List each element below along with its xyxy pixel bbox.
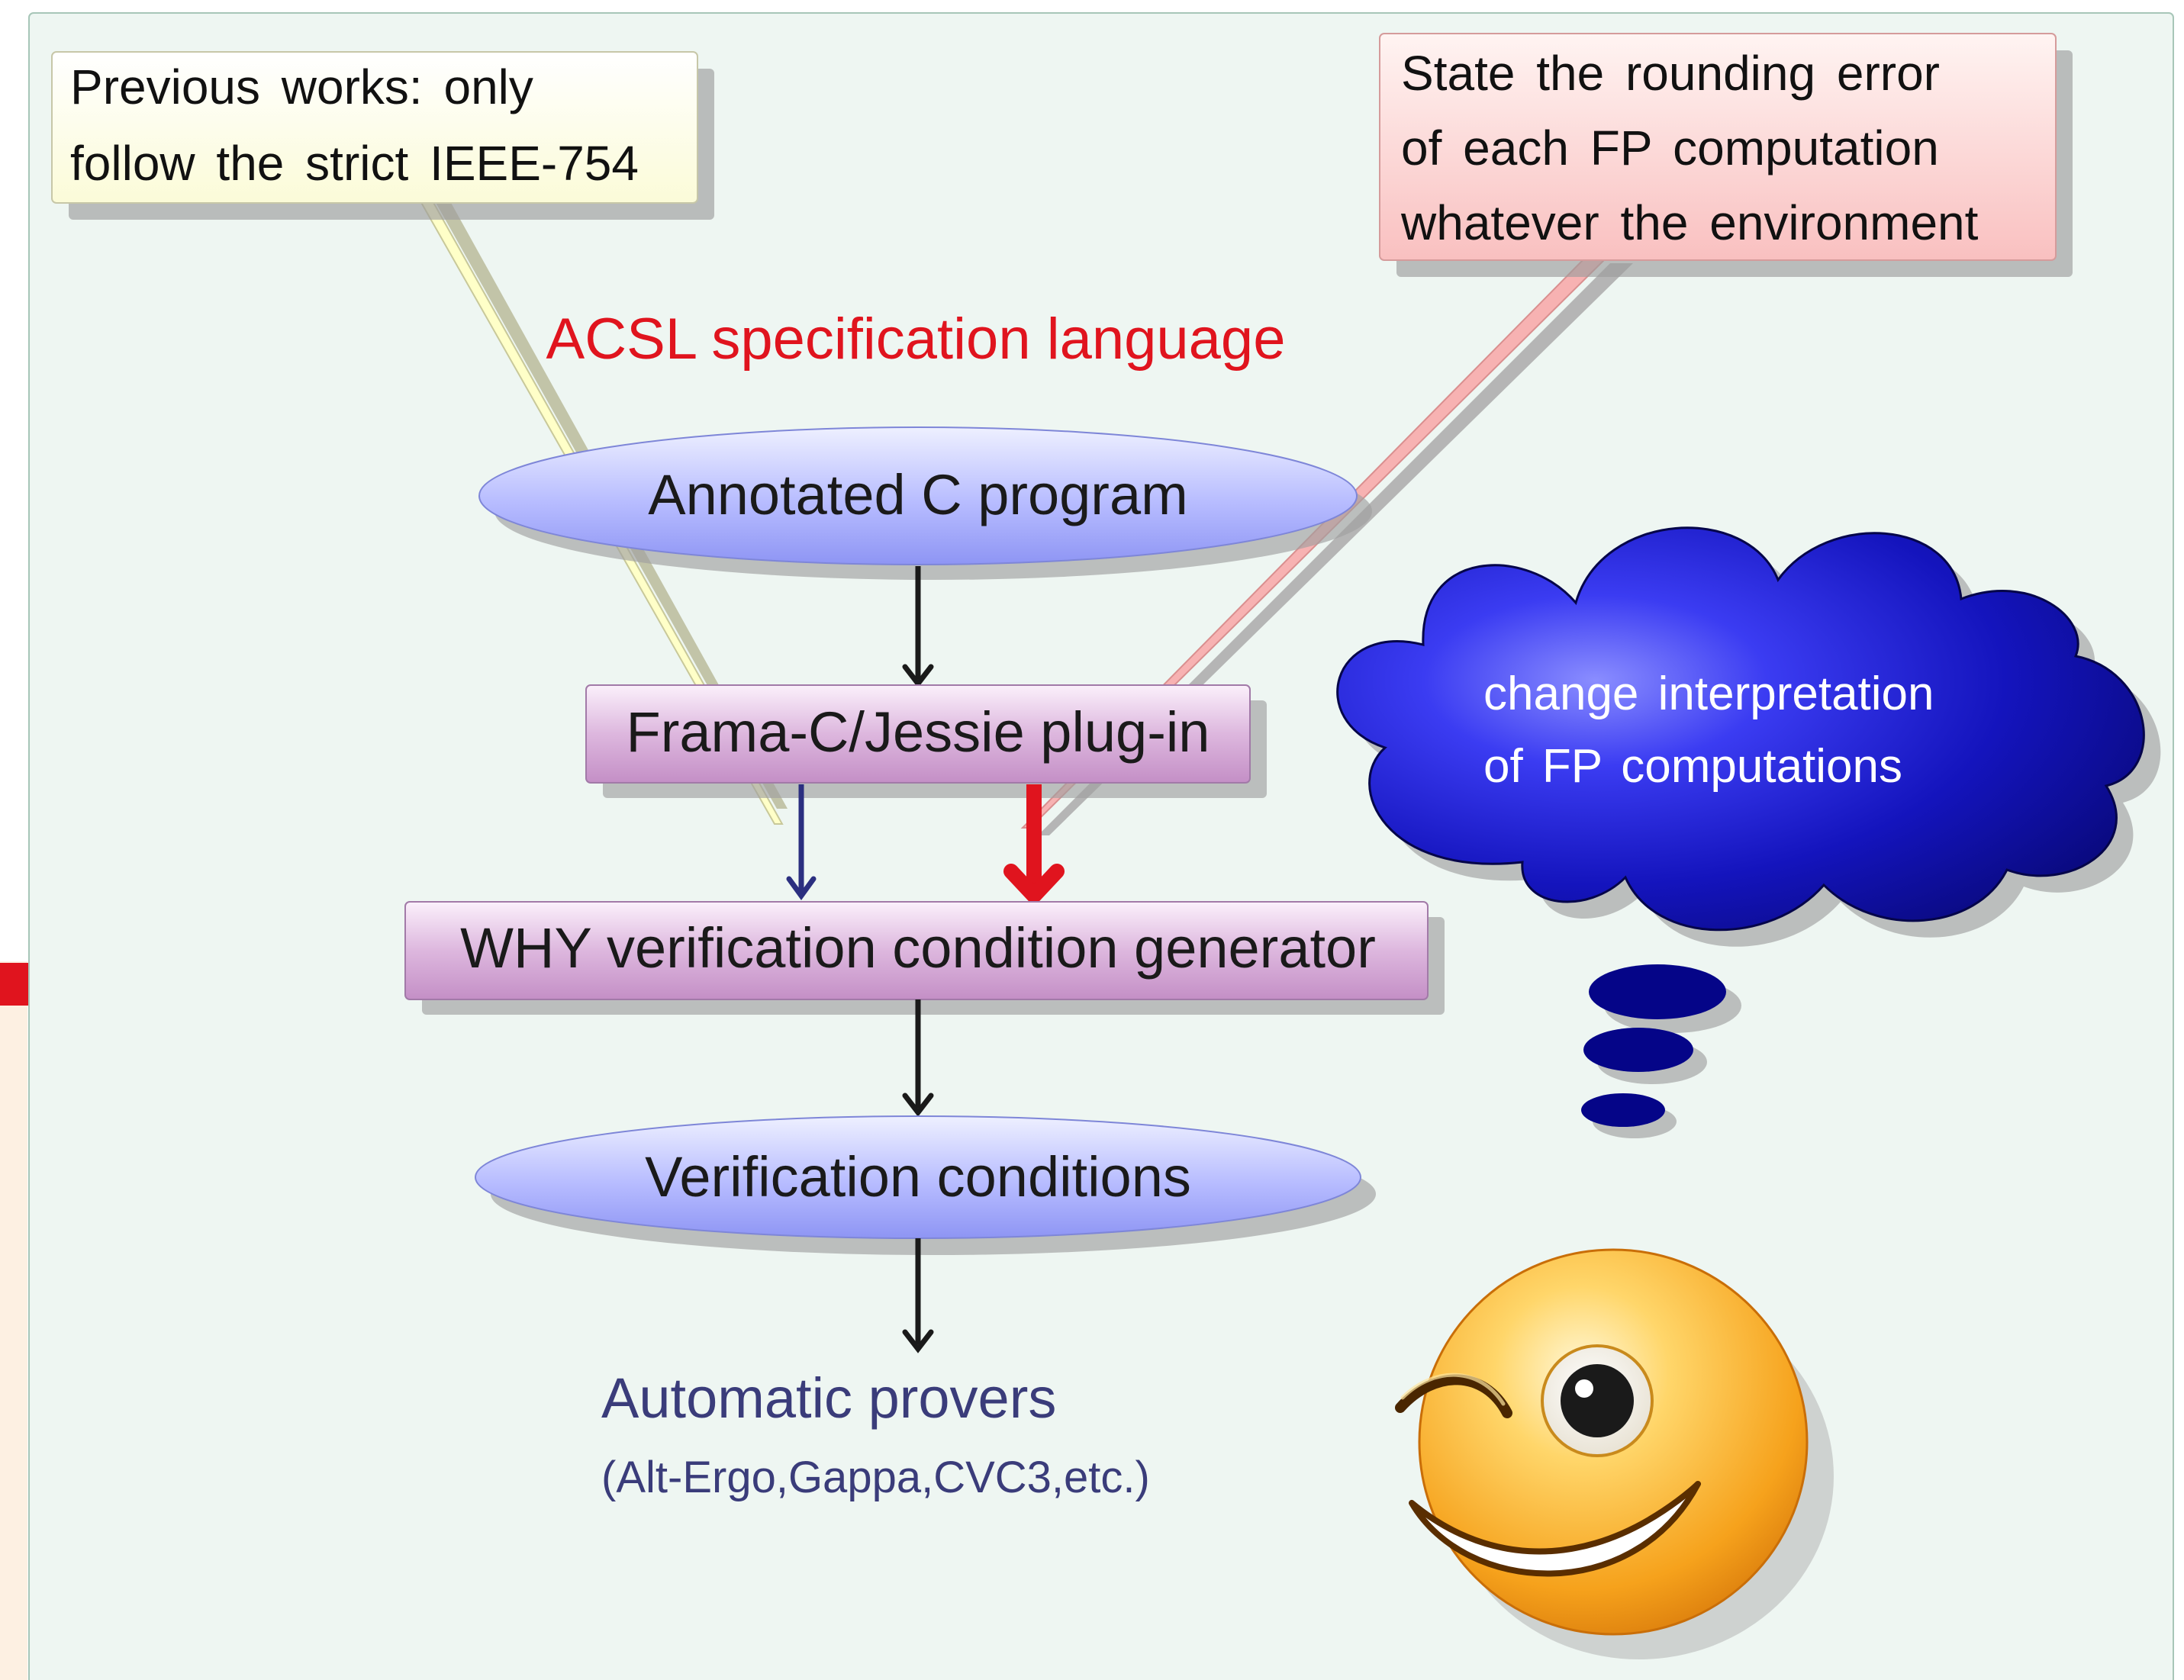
- previous-works-line2: follow the strict IEEE-754: [70, 136, 639, 191]
- wink-smiley-icon: [1395, 1248, 1834, 1659]
- thought-line2: of FP computations: [1483, 740, 1902, 793]
- why-generator-label: WHY verification condition generator: [460, 916, 1376, 980]
- thought-cloud-icon: [1336, 526, 2161, 1138]
- thought-line1: change interpretation: [1483, 668, 1934, 720]
- rounding-error-callout: [1379, 33, 2057, 261]
- left-side-panel: [0, 961, 27, 1680]
- rounding-error-line2: of each FP computation: [1401, 121, 1939, 175]
- rounding-error-line1: State the rounding error: [1401, 46, 1940, 101]
- annotated-c-program-label: Annotated C program: [648, 463, 1188, 526]
- rounding-error-line3: whatever the environment: [1400, 195, 1979, 250]
- annotated-c-program-node: [478, 426, 1358, 565]
- frama-c-jessie-label: Frama-C/Jessie plug-in: [627, 700, 1210, 764]
- previous-works-callout: [51, 51, 698, 204]
- verification-conditions-label: Verification conditions: [645, 1145, 1191, 1209]
- acsl-label: ACSL specification language: [546, 307, 1286, 372]
- automatic-provers-label: Automatic provers: [601, 1366, 1056, 1430]
- left-accent-bar: [0, 963, 29, 1006]
- frama-c-jessie-node: [585, 684, 1251, 784]
- previous-works-line1: Previous works: only: [70, 60, 533, 114]
- provers-list: (Alt-Ergo,Gappa,CVC3,etc.): [601, 1453, 1150, 1502]
